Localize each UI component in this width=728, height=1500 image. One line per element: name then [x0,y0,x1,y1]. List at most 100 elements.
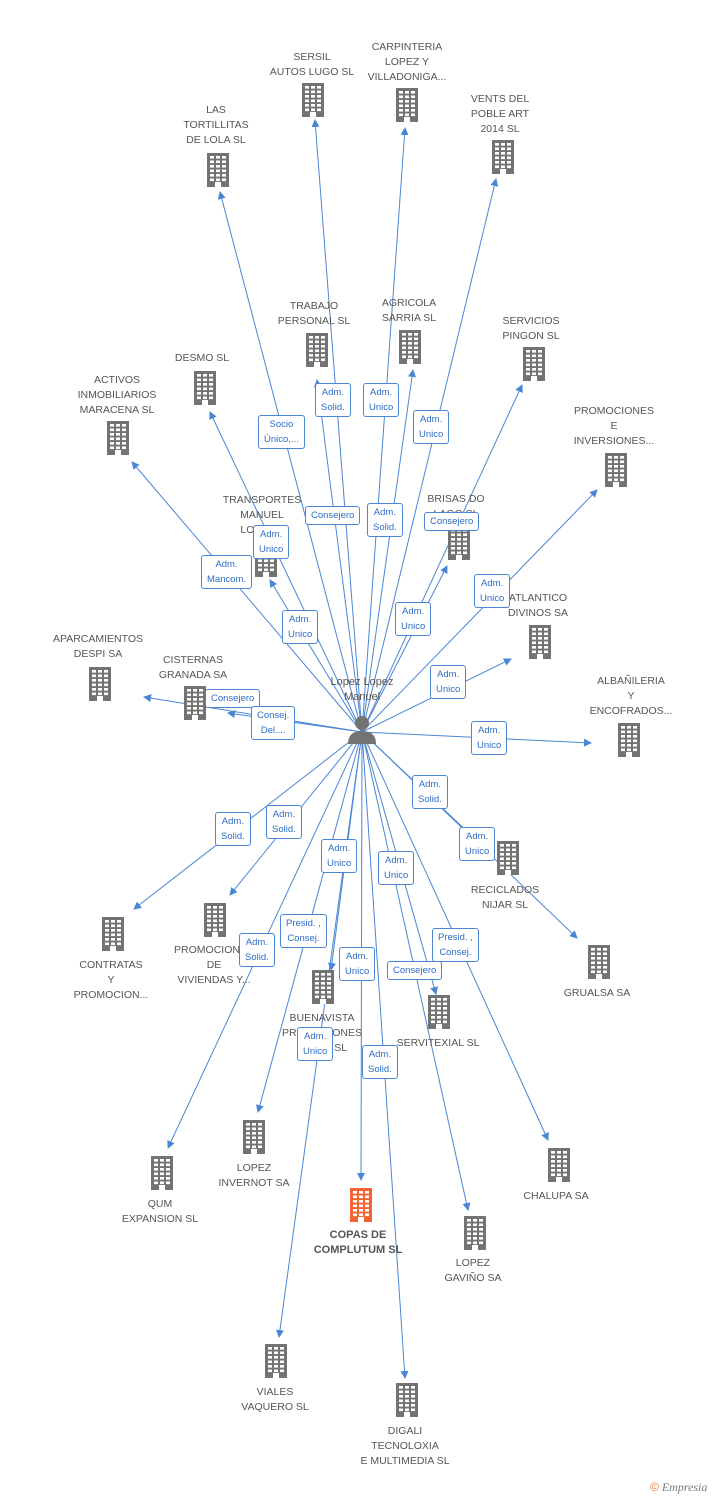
role-badge[interactable]: Adm. Solid. [239,933,275,967]
role-badge[interactable]: Adm. Unico [474,574,511,608]
building-icon[interactable] [603,453,629,487]
building-icon[interactable] [586,945,612,979]
building-icon[interactable] [521,347,547,381]
building-icon[interactable] [263,1344,289,1378]
node-label-servicios[interactable]: SERVICIOS PINGON SL [502,315,560,342]
node-label-atlantico[interactable]: ATLANTICO DIVINOS SA [507,592,569,619]
building-icon[interactable] [300,83,326,117]
node-label-chalupa[interactable]: CHALUPA SA [523,1190,589,1202]
node-label-cisternas[interactable]: CISTERNAS GRANADA SA [158,654,228,681]
role-badge[interactable]: Adm. Unico [471,721,508,755]
building-icon[interactable] [192,371,218,405]
building-icon[interactable] [394,1383,420,1417]
edge-desmo [209,411,363,733]
building-icon[interactable] [527,625,553,659]
node-label-sersil[interactable]: SERSIL AUTOS LUGO SL [269,51,355,78]
building-icon[interactable] [462,1216,488,1250]
building-icon[interactable] [616,723,642,757]
building-icon[interactable] [446,526,472,560]
node-label-carpinteria[interactable]: CARPINTERIA LOPEZ Y VILLADONIGA... [367,41,447,83]
node-label-albanileria[interactable]: ALBAÑILERIA Y ENCOFRADOS... [589,675,673,717]
node-label-desmo[interactable]: DESMO SL [174,352,230,364]
role-badge[interactable]: Adm. Unico [459,827,496,861]
role-badge[interactable]: Presid. , Consej. [432,928,479,962]
role-badge[interactable]: Adm. Solid. [367,503,403,537]
node-label-trabajo[interactable]: TRABAJO PERSONAL SL [277,300,351,327]
role-badge[interactable]: Adm. Solid. [215,812,251,846]
node-label-digali[interactable]: DIGALI TECNOLOXIA E MULTIMEDIA SL [360,1425,450,1467]
node-label-lopez_gavino[interactable]: LOPEZ GAVIÑO SA [444,1257,502,1284]
role-badge[interactable]: Adm. Solid. [315,383,351,417]
building-icon[interactable] [149,1156,175,1190]
node-label-gruasa[interactable]: GRUALSA SA [563,987,631,999]
node-label-promociones_viv[interactable]: PROMOCIONES DE VIVIENDAS Y... [174,944,254,986]
building-icon[interactable] [394,88,420,122]
role-badge[interactable]: Adm. Unico [297,1027,334,1061]
building-icon[interactable] [202,903,228,937]
role-badge[interactable]: Adm. Unico [339,947,376,981]
role-badge[interactable]: Adm. Unico [363,383,400,417]
role-badge[interactable]: Consejero [387,961,443,980]
role-badge[interactable]: Adm. Unico [282,610,319,644]
role-badge[interactable]: Adm. Mancom. [201,555,253,589]
edge-vents [361,178,499,733]
footer-brand: © Empresia [650,1480,707,1495]
role-badge[interactable]: Adm. Solid. [266,805,302,839]
building-icon[interactable] [348,1188,374,1222]
building-icon[interactable] [310,970,336,1004]
node-label-lopez_invernot[interactable]: LOPEZ INVERNOT SA [218,1162,290,1189]
edge-carpinteria [361,127,409,733]
role-badge[interactable]: Adm. Unico [321,839,358,873]
brand-logo-text: Empresia [661,1480,708,1494]
edge-brisas [361,565,448,733]
role-badge[interactable]: Adm. Unico [378,851,415,885]
building-icon[interactable] [182,686,208,720]
node-label-aparcamientos[interactable]: APARCAMIENTOS DESPI SA [52,633,144,660]
role-badge[interactable]: Adm. Unico [430,665,467,699]
node-label-tortillitas[interactable]: LAS TORTILLITAS DE LOLA SL [183,104,249,146]
building-icon[interactable] [426,995,452,1029]
role-badge[interactable]: Consej. Del.... [251,706,296,740]
node-label-copas[interactable]: COPAS DE COMPLUTUM SL [313,1229,403,1256]
node-label-promociones_inv[interactable]: PROMOCIONES E INVERSIONES... [573,405,655,447]
edge-agricola [361,369,416,733]
person-icon[interactable] [347,714,377,744]
role-badge[interactable]: Adm. Solid. [362,1045,398,1079]
center-person-label[interactable]: Lopez Lopez Manuel [330,676,394,703]
building-icon[interactable] [490,140,516,174]
role-badge[interactable]: Consejero [424,512,480,531]
building-icon[interactable] [205,153,231,187]
building-icon[interactable] [241,1120,267,1154]
node-label-qum[interactable]: QUM EXPANSION SL [121,1198,199,1225]
edge-sersil [311,119,363,733]
node-label-contratas[interactable]: CONTRATAS Y PROMOCION... [73,959,149,1001]
building-icon[interactable] [105,421,131,455]
role-badge[interactable]: Presid. , Consej. [280,914,327,948]
building-icon[interactable] [546,1148,572,1182]
role-badge[interactable]: Adm. Unico [395,602,432,636]
role-badge[interactable]: Consejero [305,506,361,525]
building-icon[interactable] [100,917,126,951]
building-icon[interactable] [304,333,330,367]
role-badge[interactable]: Adm. Unico [253,525,290,559]
copyright-icon: © [650,1480,659,1494]
role-badge[interactable]: Adm. Solid. [412,775,448,809]
node-label-activos[interactable]: ACTIVOS INMOBILIARIOS MARACENA SL [77,374,157,416]
edge-trabajo [313,379,363,733]
node-label-viales[interactable]: VIALES VAQUERO SL [241,1386,309,1413]
role-badge[interactable]: Consejero [205,689,261,708]
building-icon[interactable] [495,841,521,875]
edge-promociones_inv [361,489,598,733]
edge-tortillitas [217,191,363,733]
edge-activos [131,461,363,733]
node-label-agricola[interactable]: AGRICOLA SARRIA SL [381,297,437,324]
role-badge[interactable]: Socio Único,... [258,415,305,449]
building-icon[interactable] [87,667,113,701]
node-label-reciclados[interactable]: RECICLADOS NIJAR SL [470,884,540,911]
building-icon[interactable] [397,330,423,364]
role-badge[interactable]: Adm. Unico [413,410,450,444]
node-label-servitexial[interactable]: SERVITEXIAL SL [396,1037,480,1049]
node-label-vents[interactable]: VENTS DEL POBLE ART 2014 SL [470,93,530,135]
edge-servicios [361,384,523,733]
